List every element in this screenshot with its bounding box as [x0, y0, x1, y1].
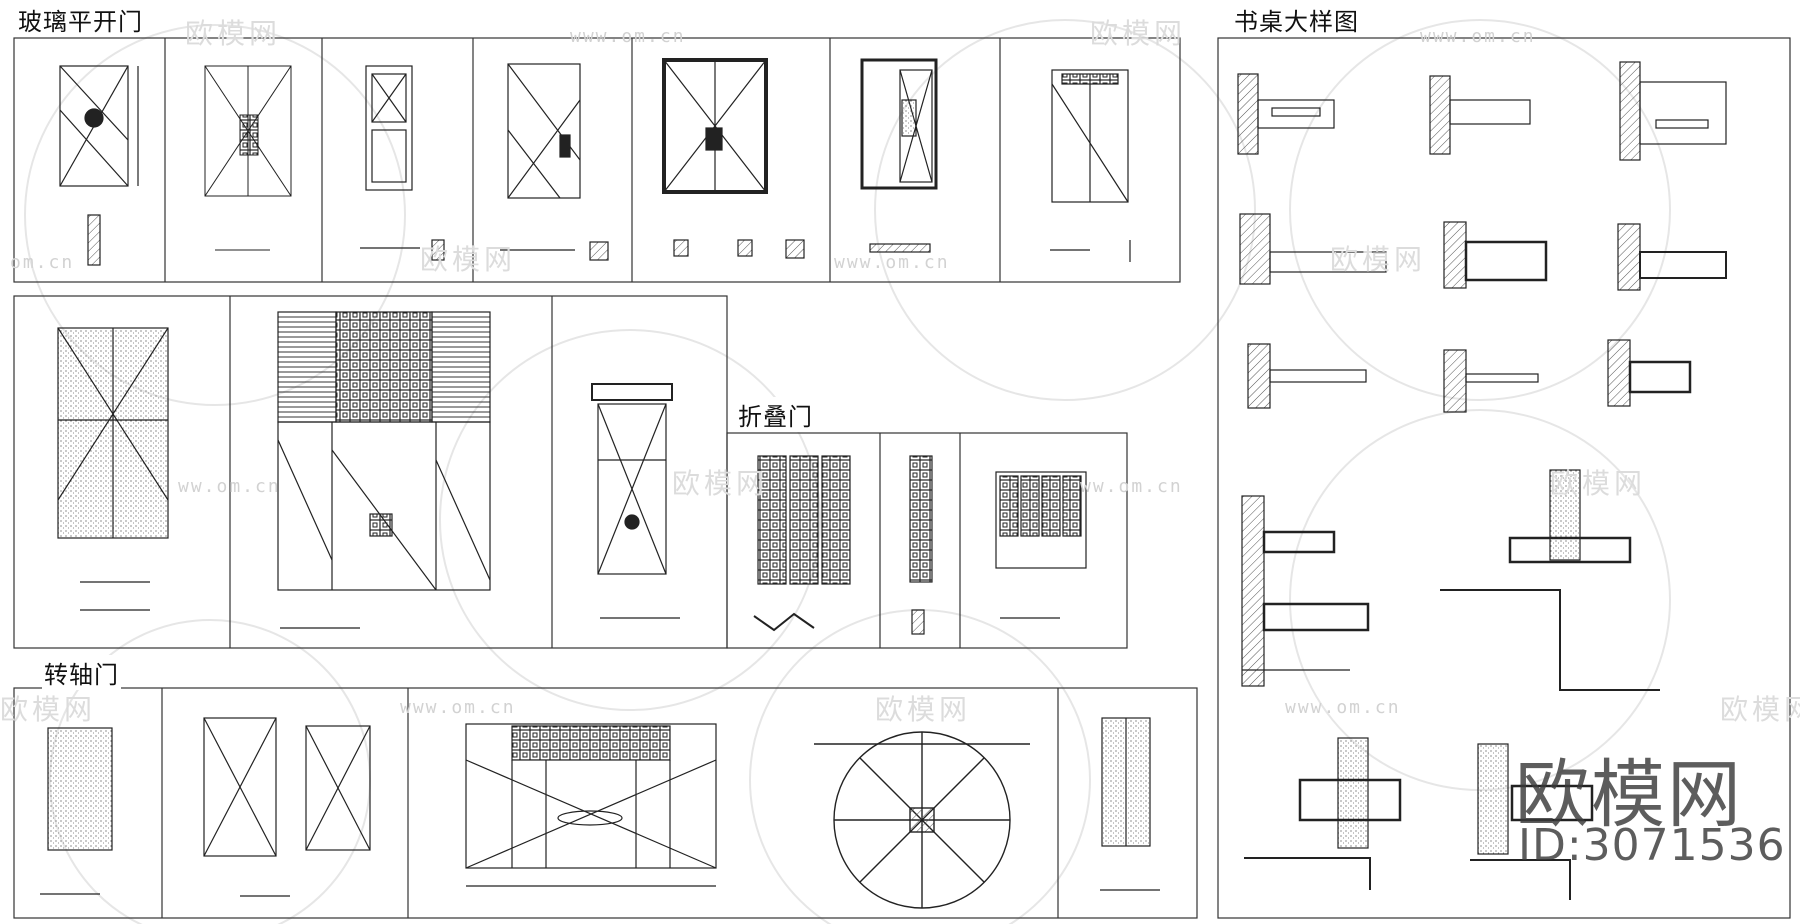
door-elevation-4	[500, 63, 609, 261]
pivot-door-elevation-4	[1100, 717, 1160, 891]
pivot-door-elevation-3	[465, 723, 717, 887]
brand-logo: 欧模网	[1515, 752, 1743, 838]
pivot-door-elevation-1	[40, 727, 113, 895]
door-elevation-5	[662, 58, 805, 259]
folding-door-side	[909, 455, 933, 635]
brand-id: ID:3071536	[1518, 820, 1786, 871]
folding-door-elevation	[753, 455, 851, 632]
desk-details	[1237, 61, 1727, 900]
section-title-glass-swing-door: 玻璃平开门	[16, 2, 145, 37]
door-elevation-10	[591, 383, 680, 619]
folding-door-panels	[995, 471, 1087, 619]
door-elevation-8	[57, 327, 169, 611]
door-elevation-7	[1050, 69, 1131, 262]
door-elevation-2	[204, 65, 292, 251]
section-title-desk-detail: 书桌大样图	[1232, 2, 1361, 37]
pivot-door-plan	[814, 731, 1030, 909]
door-elevation-3	[360, 65, 445, 261]
door-elevation-1	[59, 65, 139, 266]
door-elevation-9	[277, 311, 491, 629]
section-title-pivot-door: 转轴门	[42, 655, 121, 690]
frame-lines	[13, 37, 1791, 919]
door-elevation-6	[860, 58, 938, 253]
pivot-door-elevation-2	[203, 717, 371, 897]
section-title-folding-door: 折叠门	[736, 397, 815, 432]
